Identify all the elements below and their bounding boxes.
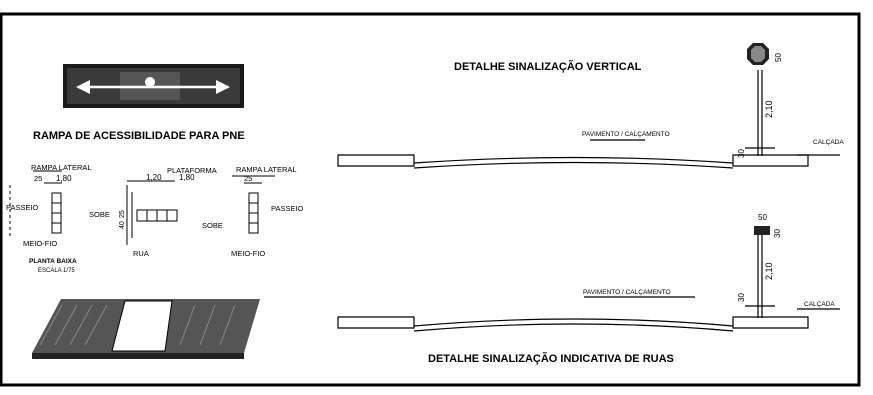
bottom-dim-30: 30 — [737, 293, 746, 302]
top-section — [337, 70, 840, 169]
bottom-section — [337, 234, 840, 332]
accessibility-sign — [63, 64, 244, 108]
passeio-right: PASSEIO — [271, 204, 304, 213]
sobe-right: SOBE — [202, 221, 223, 230]
dim-180-left: 1,80 — [56, 174, 72, 183]
top-pavimento: PAVIMENTO / CALÇAMENTO — [582, 131, 670, 138]
bottom-pavimento: PAVIMENTO / CALÇAMENTO — [583, 289, 671, 296]
sheet-border — [0, 12, 861, 387]
top-dim-30: 30 — [737, 149, 746, 158]
plataforma-label: PLATAFORMA — [167, 166, 217, 175]
dim-180-mid: 1,80 — [179, 173, 195, 182]
dim-25-right: 25 — [244, 174, 252, 183]
bottom-calcada: CALÇADA — [804, 301, 835, 308]
top-calcada: CALÇADA — [813, 139, 844, 146]
bottom-title: DETALHE SINALIZAÇÃO INDICATIVA DE RUAS — [428, 352, 674, 365]
top-dim-50: 50 — [774, 53, 783, 62]
meio-fio-right: MEIO-FIO — [231, 249, 265, 258]
top-title: DETALHE SINALIZAÇÃO VERTICAL — [454, 60, 642, 73]
sobe-left: SOBE — [89, 210, 110, 219]
bottom-dim-30-sign: 30 — [773, 229, 782, 238]
passeio-left: PASSEIO — [6, 203, 39, 212]
octagon-sign — [747, 43, 769, 65]
top-dim-210: 2,10 — [764, 100, 774, 118]
street-name-sign — [754, 226, 770, 235]
rua-label: RUA — [133, 249, 149, 258]
planta-baixa: PLANTA BAIXA — [29, 258, 77, 265]
rampa-title: RAMPA DE ACESSIBILIDADE PARA PNE — [33, 130, 245, 142]
dim-40: 40 — [119, 221, 126, 229]
ramp-perspective — [32, 299, 260, 359]
escala: ESCALA 1/75 — [38, 268, 75, 274]
bottom-dim-210: 2,10 — [764, 262, 774, 280]
meio-fio-left: MEIO-FIO — [23, 239, 57, 248]
dim-120: 1,20 — [146, 173, 162, 182]
dim-25-vert: 25 — [119, 210, 126, 218]
rampa-lateral-left: RAMPA LATERAL — [31, 163, 92, 172]
ramp-plan — [9, 170, 275, 245]
dim-25-left: 25 — [34, 174, 42, 183]
rampa-lateral-right: RAMPA LATERAL — [236, 165, 297, 174]
bottom-dim-50: 50 — [758, 213, 767, 222]
